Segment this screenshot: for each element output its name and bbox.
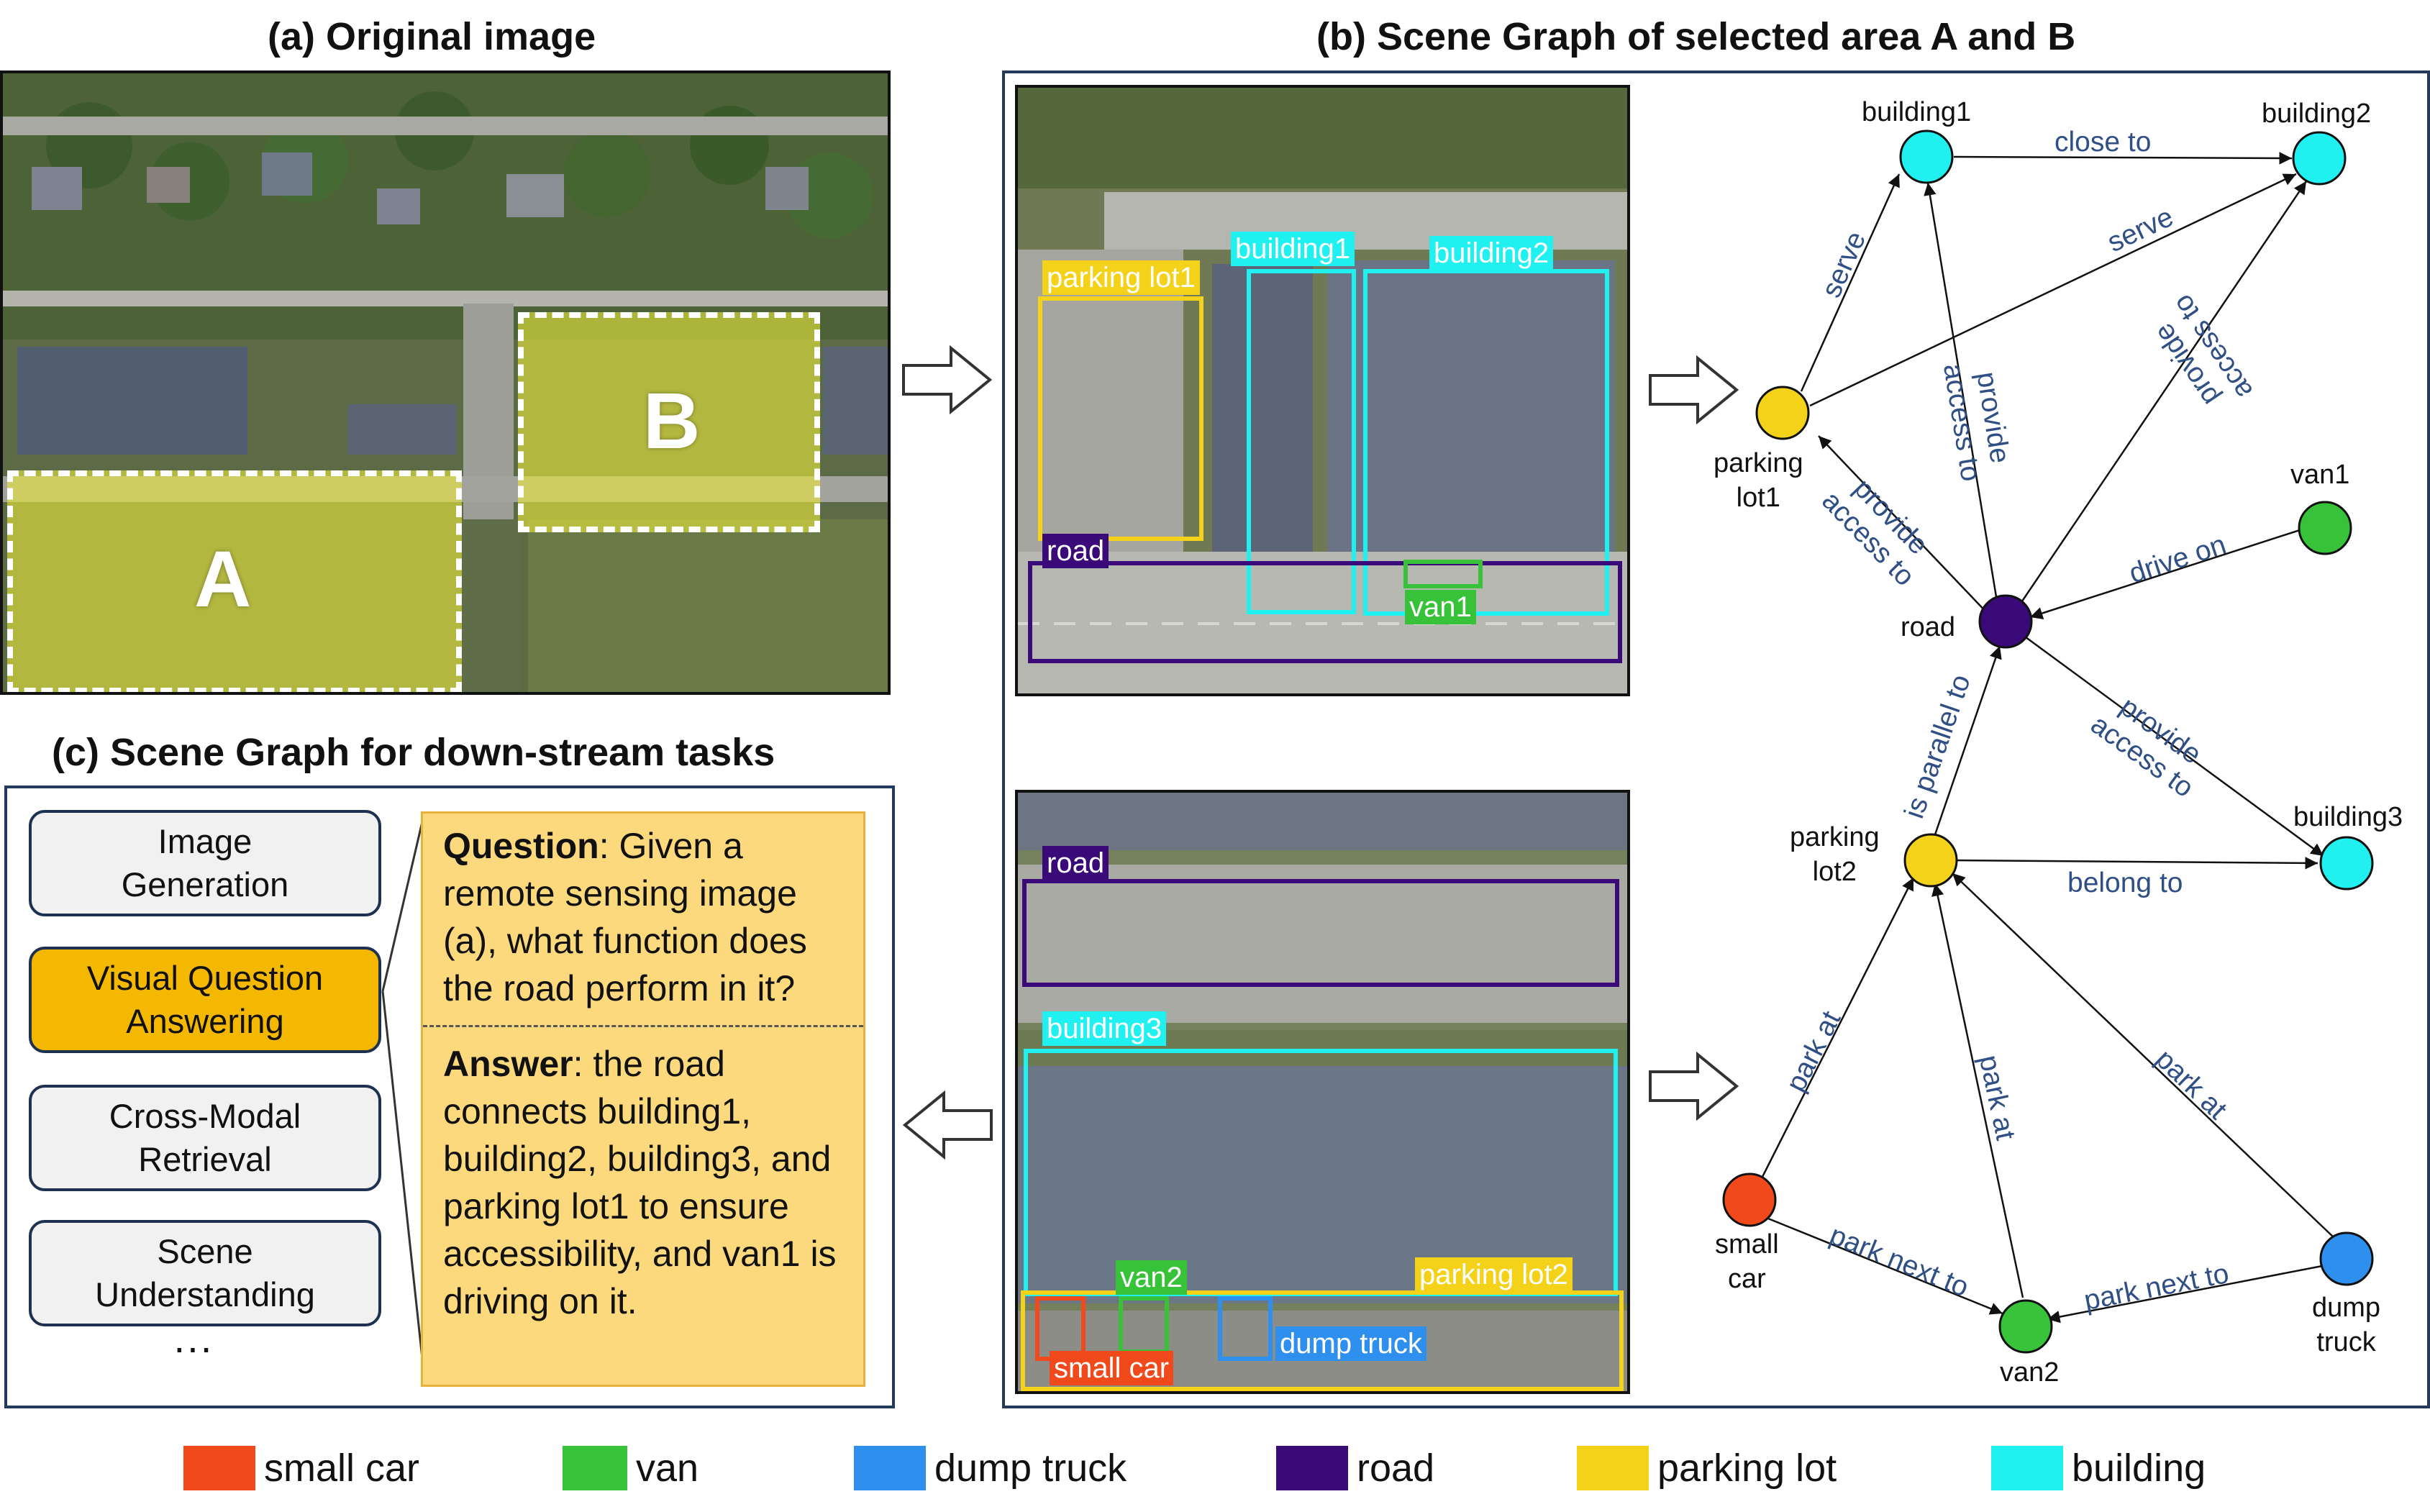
- bbox-parking-lot2: [1021, 1290, 1624, 1391]
- arrow-right-icon: [1649, 1051, 1739, 1121]
- title-b: (b) Scene Graph of selected area A and B: [1316, 15, 2076, 58]
- legend-swatch: [1276, 1446, 1348, 1490]
- legend-label: parking lot: [1657, 1447, 1837, 1490]
- answer-label: Answer: [443, 1044, 573, 1084]
- arrow-right-icon: [1649, 355, 1739, 425]
- bbox-building1: [1247, 269, 1356, 614]
- bbox-van1: [1403, 560, 1483, 588]
- legend-label: van: [636, 1447, 699, 1490]
- label-van2: van2: [1116, 1260, 1187, 1295]
- bbox-parking-lot1: [1038, 296, 1203, 541]
- task-scene-understanding[interactable]: Scene Understanding: [29, 1220, 381, 1326]
- legend-swatch: [563, 1446, 627, 1490]
- legend-swatch: [854, 1446, 926, 1490]
- answer-text: : the road connects building1, building2…: [443, 1044, 837, 1321]
- node-label-van2: van2: [2000, 1357, 2060, 1388]
- legend-road: road: [1276, 1446, 1434, 1490]
- bbox-building2: [1363, 269, 1609, 616]
- qa-divider: [423, 1025, 863, 1027]
- area-b-image: road building3 parking lot2 van2 small c…: [1015, 790, 1630, 1394]
- bbox-road-b: [1022, 879, 1619, 987]
- legend-swatch: [183, 1446, 255, 1490]
- label-road-b: road: [1042, 846, 1109, 880]
- legend-label: road: [1357, 1447, 1435, 1490]
- node-label-road: road: [1901, 612, 1956, 642]
- region-b: [518, 312, 820, 532]
- qa-box: Question: Given a remote sensing image (…: [421, 811, 865, 1387]
- task-image-generation[interactable]: Image Generation: [29, 810, 381, 916]
- question: Question: Given a remote sensing image (…: [443, 822, 843, 1012]
- arrow-right-icon: [902, 345, 993, 415]
- answer: Answer: the road connects building1, bui…: [443, 1040, 843, 1325]
- legend-van: van: [563, 1446, 698, 1490]
- arrow-left-icon: [902, 1090, 993, 1160]
- node-label-dump-truck: dump truck: [2312, 1293, 2381, 1357]
- node-label-parking-lot1: parking lot1: [1714, 448, 1803, 513]
- task-cross-modal-retrieval[interactable]: Cross-Modal Retrieval: [29, 1085, 381, 1191]
- original-aerial-image: A B: [0, 70, 891, 695]
- legend-swatch: [1577, 1446, 1649, 1490]
- task-visual-question-answering[interactable]: Visual Question Answering: [29, 947, 381, 1053]
- title-a: (a) Original image: [268, 15, 596, 58]
- legend-parking-lot: parking lot: [1577, 1446, 1837, 1490]
- label-building1: building1: [1231, 232, 1355, 266]
- node-label-building2: building2: [2262, 99, 2372, 129]
- edge-label-close-to: close to: [2054, 127, 2152, 158]
- legend-swatch: [1991, 1446, 2063, 1490]
- node-label-building1: building1: [1862, 97, 1972, 127]
- region-a-label: A: [194, 535, 252, 624]
- legend-building: building: [1991, 1446, 2206, 1490]
- area-a-image: parking lot1 building1 building2 road va…: [1015, 85, 1630, 696]
- edge-label-belong-to: belong to: [2067, 867, 2183, 898]
- legend-label: small car: [264, 1447, 420, 1490]
- node-label-parking-lot2: parking lot2: [1790, 822, 1880, 887]
- panel-b: [1002, 70, 2430, 1408]
- region-b-label: B: [643, 377, 701, 465]
- bbox-road-a: [1028, 561, 1622, 663]
- label-parking-lot2: parking lot2: [1415, 1257, 1573, 1292]
- label-parking-lot1: parking lot1: [1042, 260, 1200, 295]
- bbox-dump-truck: [1218, 1296, 1273, 1361]
- label-building3: building3: [1042, 1011, 1167, 1046]
- title-c: (c) Scene Graph for down-stream tasks: [52, 731, 775, 774]
- label-building2: building2: [1429, 236, 1554, 270]
- vqa-connector: [381, 818, 424, 1366]
- legend-label: dump truck: [934, 1447, 1127, 1490]
- bbox-van2: [1119, 1296, 1169, 1354]
- question-label: Question: [443, 826, 599, 866]
- node-label-small-car: small car: [1715, 1229, 1779, 1294]
- question-text: : Given a remote sensing image (a), what…: [443, 826, 807, 1008]
- node-label-van1: van1: [2290, 460, 2350, 490]
- label-dump-truck: dump truck: [1275, 1326, 1426, 1361]
- legend-dump-truck: dump truck: [854, 1446, 1127, 1490]
- legend-small-car: small car: [183, 1446, 419, 1490]
- node-label-building3: building3: [2293, 802, 2403, 832]
- region-a: [7, 470, 462, 692]
- label-small-car: small car: [1050, 1351, 1174, 1385]
- legend-label: building: [2072, 1447, 2206, 1490]
- panel-c: [4, 785, 895, 1408]
- label-van1: van1: [1405, 590, 1476, 624]
- label-road-a: road: [1042, 534, 1109, 568]
- task-ellipsis: ···: [173, 1324, 213, 1370]
